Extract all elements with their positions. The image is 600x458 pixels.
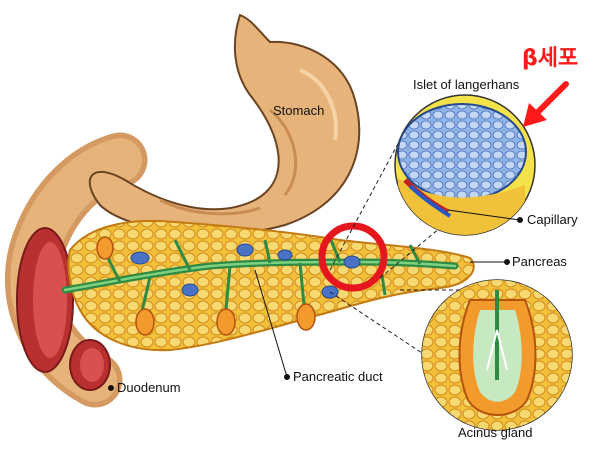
stomach-label: Stomach (273, 103, 324, 118)
islet-callout (395, 95, 535, 240)
islet-label: Islet of langerhans (413, 77, 519, 92)
duodenum-label: Duodenum (117, 380, 181, 395)
annotation-arrow (523, 84, 566, 127)
pancreas-label: Pancreas (512, 254, 567, 269)
acinus-callout (420, 280, 580, 430)
acinus-gland-label: Acinus gland (458, 425, 532, 440)
stomach (90, 15, 359, 234)
capillary-label: Capillary (527, 212, 578, 227)
pancreatic-duct-label: Pancreatic duct (293, 369, 383, 384)
pancreas (65, 221, 474, 350)
beta-cell-annotation: β세포 (522, 40, 578, 72)
